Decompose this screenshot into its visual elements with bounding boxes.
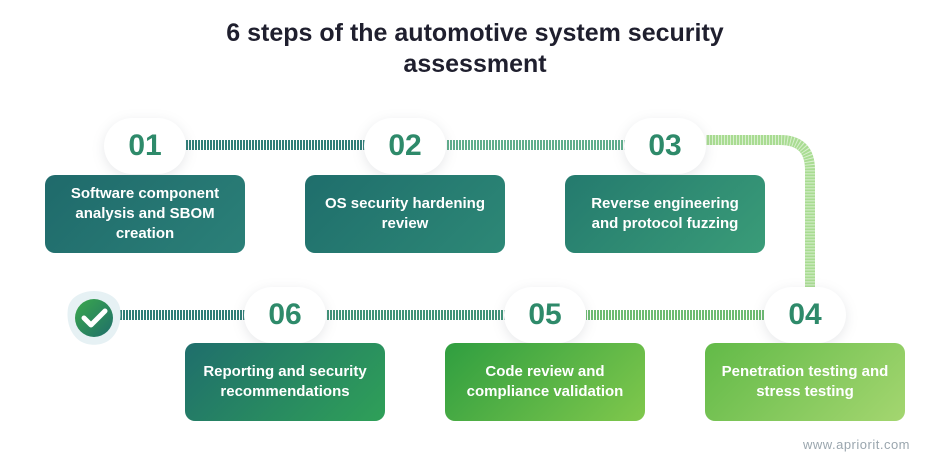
step-04-box: Penetration testing and stress testing	[705, 343, 905, 421]
step-01-label: Software component analysis and SBOM cre…	[70, 185, 220, 242]
step-02-number: 02	[364, 118, 446, 174]
title-line-1: 6 steps of the automotive system securit…	[226, 19, 724, 47]
connector-06-check	[118, 310, 246, 320]
check-badge-icon	[67, 291, 121, 345]
connector-01-02	[186, 140, 366, 150]
connector-03-04-corner	[706, 135, 815, 290]
step-05-box: Code review and compliance validation	[445, 343, 645, 421]
connector-05-06	[326, 310, 506, 320]
step-03-label: Reverse engineering and protocol fuzzing	[591, 195, 739, 232]
step-01-number: 01	[104, 118, 186, 174]
step-06-number: 06	[244, 287, 326, 343]
title-line-2: assessment	[403, 50, 547, 78]
step-01-box: Software component analysis and SBOM cre…	[45, 175, 245, 253]
step-05-number: 05	[504, 287, 586, 343]
step-05-label: Code review and compliance validation	[466, 363, 624, 400]
step-04-label: Penetration testing and stress testing	[721, 363, 889, 400]
connector-02-03	[446, 140, 626, 150]
step-02-label: OS security hardening review	[324, 195, 486, 232]
diagram-title: 6 steps of the automotive system securit…	[0, 18, 950, 80]
step-03-box: Reverse engineering and protocol fuzzing	[565, 175, 765, 253]
footer-url: www.apriorit.com	[803, 437, 910, 452]
step-02-box: OS security hardening review	[305, 175, 505, 253]
step-06-label: Reporting and security recommendations	[203, 363, 367, 400]
step-06-box: Reporting and security recommendations	[185, 343, 385, 421]
step-03-number: 03	[624, 118, 706, 174]
step-04-number: 04	[764, 287, 846, 343]
connector-04-05	[586, 310, 766, 320]
